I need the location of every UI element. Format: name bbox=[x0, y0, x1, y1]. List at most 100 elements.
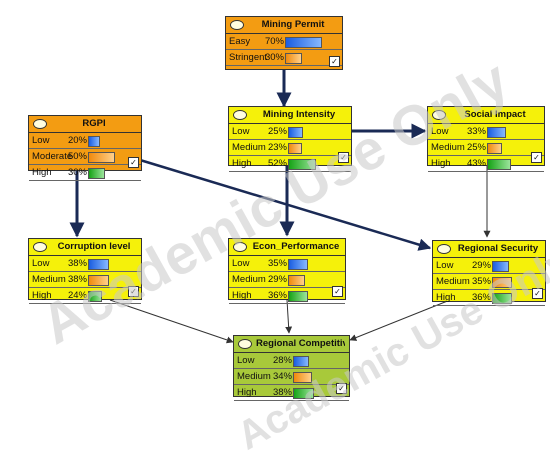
probability-bar bbox=[492, 261, 509, 272]
state-label: High bbox=[32, 167, 52, 178]
probability-bar bbox=[88, 291, 102, 302]
state-label: High bbox=[232, 158, 252, 169]
probability-bar bbox=[288, 127, 303, 138]
corruption-level-header: Corruption level bbox=[29, 239, 141, 256]
probability-bar bbox=[88, 168, 105, 179]
corruption-level-state-row: High 24% bbox=[29, 288, 141, 304]
state-label: Medium bbox=[232, 274, 266, 285]
probability-bar bbox=[88, 152, 115, 163]
social-impact-title: Social Impact bbox=[464, 109, 526, 120]
probability-bar bbox=[288, 259, 308, 270]
econ-performance-header: Econ_Performance bbox=[229, 239, 345, 256]
state-label: High bbox=[436, 292, 456, 303]
checkbox-icon[interactable]: ✓ bbox=[329, 56, 340, 67]
node-oval-icon bbox=[233, 110, 247, 120]
state-label: Low bbox=[232, 258, 250, 269]
state-label: High bbox=[232, 290, 252, 301]
state-percent: 34% bbox=[272, 371, 292, 382]
state-percent: 70% bbox=[264, 36, 284, 47]
corruption-level-title: Corruption level bbox=[57, 241, 131, 252]
state-label: Low bbox=[431, 126, 449, 137]
econ-performance-title: Econ_Performance bbox=[252, 241, 340, 252]
state-label: Medium bbox=[431, 142, 465, 153]
state-label: High bbox=[237, 387, 257, 398]
node-oval-icon bbox=[230, 20, 244, 30]
social-impact-header: Social Impact bbox=[428, 107, 544, 124]
regional-security-title: Regional Security bbox=[457, 243, 539, 254]
node-oval-icon bbox=[233, 242, 247, 252]
regional-security-state-row: High 36% bbox=[433, 290, 545, 306]
state-label: High bbox=[32, 290, 52, 301]
state-percent: 50% bbox=[67, 151, 87, 162]
state-label: Moderate bbox=[32, 151, 73, 162]
state-percent: 52% bbox=[267, 158, 287, 169]
state-percent: 36% bbox=[471, 292, 491, 303]
node-oval-icon bbox=[437, 244, 451, 254]
mining-permit-title: Mining Permit bbox=[261, 19, 325, 30]
checkbox-icon[interactable]: ✓ bbox=[338, 152, 349, 163]
checkbox-icon[interactable]: ✓ bbox=[532, 288, 543, 299]
probability-bar bbox=[88, 136, 100, 147]
regional-competitiveness-header: Regional Competitiv... bbox=[234, 336, 349, 353]
state-label: High bbox=[431, 158, 451, 169]
probability-bar bbox=[285, 37, 322, 48]
checkbox-icon[interactable]: ✓ bbox=[531, 152, 542, 163]
node-oval-icon bbox=[33, 242, 47, 252]
state-label: Low bbox=[232, 126, 250, 137]
regional-security-header: Regional Security bbox=[433, 241, 545, 258]
checkbox-icon[interactable]: ✓ bbox=[128, 157, 139, 168]
probability-bar bbox=[288, 291, 308, 302]
probability-bar bbox=[288, 275, 305, 286]
rgpi-header: RGPI bbox=[29, 116, 141, 133]
checkbox-icon[interactable]: ✓ bbox=[332, 286, 343, 297]
social-impact-state-row: Low 33% bbox=[428, 124, 544, 140]
probability-bar bbox=[487, 159, 511, 170]
regional-competitiveness-title: Regional Competitiv... bbox=[256, 338, 345, 349]
state-label: Medium bbox=[436, 276, 470, 287]
state-percent: 24% bbox=[67, 290, 87, 301]
probability-bar bbox=[288, 143, 302, 154]
node-regional-competitiveness[interactable]: Regional Competitiv...Low28%Medium34%Hig… bbox=[233, 335, 350, 401]
probability-bar bbox=[88, 275, 109, 286]
state-percent: 38% bbox=[272, 387, 292, 398]
mining-intensity-title: Mining Intensity bbox=[262, 109, 336, 120]
state-percent: 35% bbox=[471, 276, 491, 287]
state-percent: 20% bbox=[67, 135, 87, 146]
regional-security-state-row: Low 29% bbox=[433, 258, 545, 274]
probability-bar bbox=[285, 53, 302, 64]
checkbox-icon[interactable]: ✓ bbox=[128, 286, 139, 297]
edge-rgpi-to-regional-security bbox=[139, 158, 432, 251]
state-label: Medium bbox=[232, 142, 266, 153]
state-label: Low bbox=[436, 260, 454, 271]
edge-regional-security-to-regional-competitiveness bbox=[349, 299, 451, 341]
rgpi-title: RGPI bbox=[82, 118, 106, 129]
state-label: Low bbox=[237, 355, 255, 366]
state-label: Medium bbox=[32, 274, 66, 285]
state-percent: 33% bbox=[466, 126, 486, 137]
probability-bar bbox=[487, 127, 506, 138]
checkbox-icon[interactable]: ✓ bbox=[336, 383, 347, 394]
state-percent: 29% bbox=[471, 260, 491, 271]
state-percent: 25% bbox=[267, 126, 287, 137]
mining-intensity-header: Mining Intensity bbox=[229, 107, 351, 124]
mining-intensity-state-row: High 52% bbox=[229, 156, 351, 172]
edge-layer bbox=[69, 70, 491, 344]
